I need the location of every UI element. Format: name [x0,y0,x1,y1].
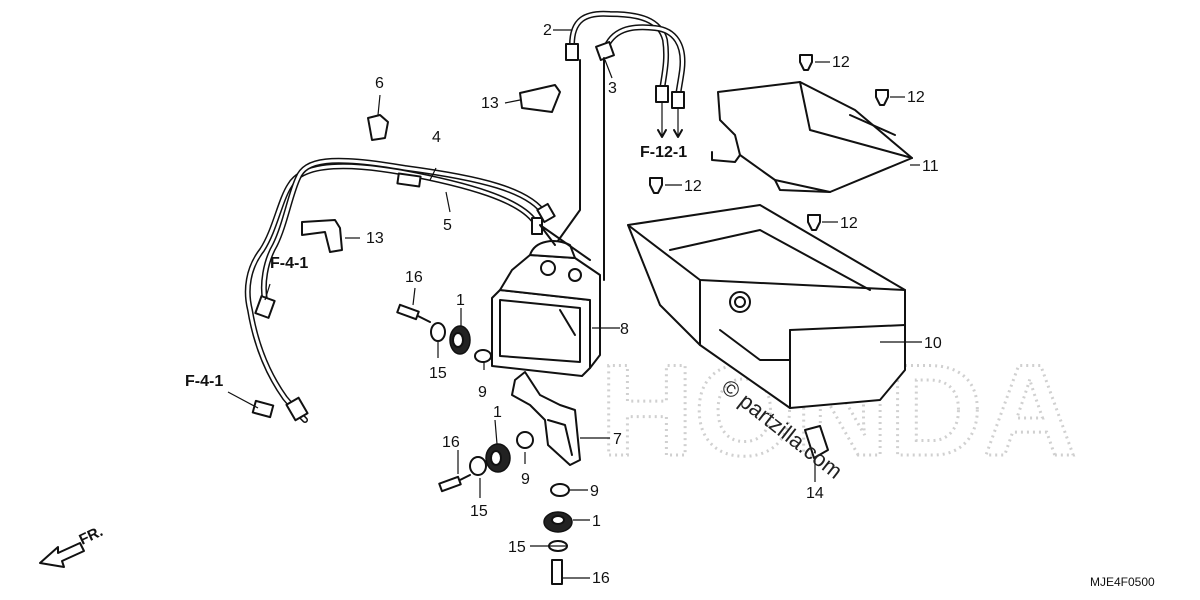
callout-9-middle: 9 [521,471,530,488]
callout-16-upper: 16 [405,269,423,286]
plastic-rivets [649,54,889,231]
callout-15-middle: 15 [470,503,488,520]
ref-f-12-1: F-12-1 [640,144,687,161]
front-arrow-icon [39,542,85,568]
callout-2: 2 [543,22,552,39]
upper-brake-pipes [554,10,686,281]
callout-12-a: 12 [832,54,850,71]
callout-11: 11 [922,158,939,175]
callout-1-lower: 1 [592,513,601,530]
ref-f-4-1-lower: F-4-1 [185,373,223,390]
callout-4: 4 [432,129,441,146]
ref-f-4-1-upper: F-4-1 [270,255,308,272]
callout-12-c: 12 [684,178,702,195]
brake-pipe-assembly [244,157,556,423]
front-label: FR. [77,523,106,549]
front-direction-indicator: FR. [39,523,106,568]
battery-cover [711,81,913,193]
callout-13-lower: 13 [366,230,384,247]
callout-7: 7 [613,431,622,448]
callout-12-b: 12 [907,89,925,106]
diagram-code: MJE4F0500 [1090,575,1155,589]
callout-labels: 2 3 6 13 4 5 13 16 1 15 9 8 7 16 1 9 15 … [366,22,942,587]
callout-8: 8 [620,321,629,338]
callout-10: 10 [924,335,942,352]
pipe-clips [301,84,561,253]
reference-labels: F-12-1 F-4-1 F-4-1 [185,144,687,390]
abs-modulator [491,224,601,377]
callout-15-lower: 15 [508,539,526,556]
callout-15-upper: 15 [429,365,447,382]
battery-tray [627,204,906,459]
callout-3: 3 [608,80,617,97]
callout-5: 5 [443,217,452,234]
callout-1-middle: 1 [493,404,502,421]
callout-1-upper: 1 [456,292,465,309]
callout-9-upper: 9 [478,384,487,401]
callout-14: 14 [806,485,824,502]
callout-16-lower: 16 [592,570,610,587]
callout-16-middle: 16 [442,434,460,451]
leader-lines [227,29,922,579]
callout-6: 6 [375,75,384,92]
abs-bracket [511,371,581,466]
callout-12-d: 12 [840,215,858,232]
callout-9-lower: 9 [590,483,599,500]
callout-13-upper: 13 [481,95,499,112]
